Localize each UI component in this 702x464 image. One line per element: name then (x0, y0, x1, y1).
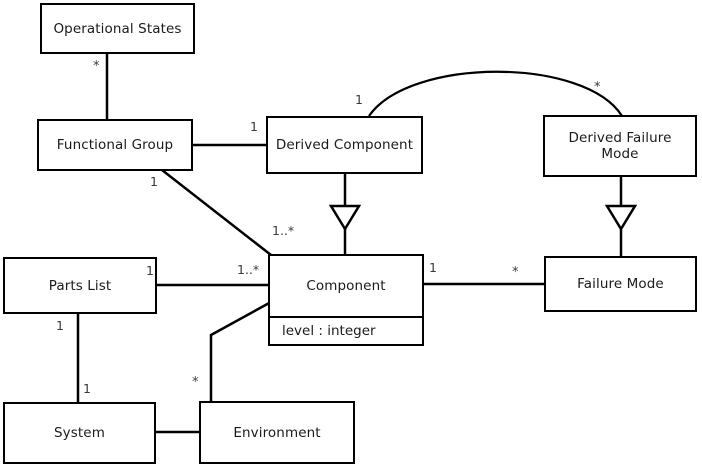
class-name-derived-component: Derived Component (275, 137, 414, 153)
class-box-derived-component[interactable]: Derived Component (266, 116, 423, 174)
class-name-system: System (54, 425, 105, 441)
multiplicity-component-failure-mode-right: * (512, 265, 519, 280)
class-box-component[interactable]: Component level : integer (268, 254, 424, 346)
multiplicity-parts-list-component-left: 1 (146, 263, 154, 278)
multiplicity-functional-group-derived-component: 1 (250, 119, 258, 134)
multiplicity-parts-list-system-top: 1 (56, 318, 64, 333)
class-box-failure-mode[interactable]: Failure Mode (544, 256, 697, 312)
generalization-triangle-component (328, 204, 362, 232)
class-name-failure-mode: Failure Mode (577, 276, 664, 292)
class-box-functional-group[interactable]: Functional Group (37, 119, 193, 171)
class-name-operational-states: Operational States (53, 20, 182, 37)
generalization-triangle-failure-mode (604, 204, 638, 232)
class-name-environment: Environment (233, 424, 321, 441)
class-box-parts-list[interactable]: Parts List (3, 257, 157, 314)
class-name-parts-list: Parts List (48, 277, 112, 294)
edge-functional-group-component (161, 169, 272, 256)
class-name-derived-failure-mode: Derived Failure Mode (568, 130, 672, 162)
class-name-functional-group: Functional Group (56, 137, 174, 153)
multiplicity-component-failure-mode-left: 1 (429, 260, 437, 275)
multiplicity-operational-states-functional-group: * (93, 59, 100, 74)
edge-derived-component-derived-failure-mode-arc (368, 70, 623, 117)
class-attribute-component-level: level : integer (270, 316, 422, 344)
multiplicity-parts-list-component-right: 1..* (237, 262, 260, 277)
edge-component-environment (209, 300, 272, 401)
class-box-derived-failure-mode[interactable]: Derived Failure Mode (543, 115, 697, 177)
multiplicity-component-from-functional-group: 1..* (272, 223, 295, 238)
multiplicity-derived-component-arc-end: 1 (355, 92, 363, 107)
class-box-system[interactable]: System (3, 402, 156, 464)
multiplicity-derived-failure-mode-arc-end: * (594, 80, 601, 95)
class-box-operational-states[interactable]: Operational States (40, 3, 195, 54)
class-name-component: Component (306, 278, 386, 294)
class-box-environment[interactable]: Environment (199, 401, 355, 464)
multiplicity-parts-list-system-bottom: 1 (83, 381, 91, 396)
multiplicity-functional-group-component: 1 (150, 174, 158, 189)
multiplicity-environment-component: * (192, 375, 199, 390)
